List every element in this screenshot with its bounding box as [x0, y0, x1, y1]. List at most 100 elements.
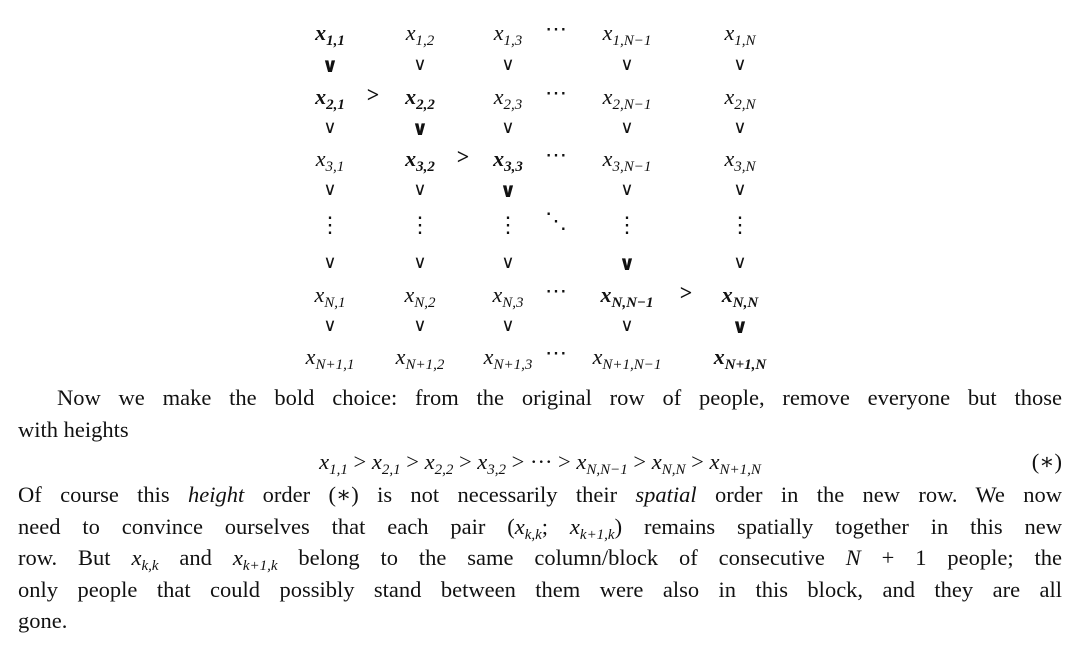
matrix-entry: xN+1,N−1	[592, 344, 662, 373]
equation-chain: x1,1 > x2,1 > x2,2 > x3,2 > ··· > xN,N−1…	[319, 449, 761, 478]
horizontal-dots: ⋯	[545, 278, 567, 303]
variable-subscript: N+1,1	[315, 357, 355, 373]
variable-subscript: 1,1	[329, 462, 348, 478]
greater-than-relation: ∨	[413, 315, 427, 336]
matrix-entry: x2,N−1	[602, 84, 652, 113]
greater-than-relation: ∨	[323, 252, 337, 273]
matrix-entry: xN,3	[492, 284, 523, 311]
text-line: Now we make the bold choice: from the or…	[18, 382, 1062, 414]
variable-base: x	[405, 20, 416, 45]
variable-subscript: N,N−1	[611, 295, 654, 311]
matrix-entry: xN+1,2	[396, 346, 445, 373]
horizontal-dots: ⋯	[545, 16, 567, 41]
matrix-entry: xN,N	[722, 284, 758, 311]
matrix-entry: x1,1	[315, 22, 345, 49]
variable-base: x	[724, 146, 735, 171]
variable-subscript: 2,2	[434, 462, 454, 478]
variable-subscript: 3,3	[504, 159, 523, 175]
matrix-entry: xN,2	[404, 284, 435, 311]
matrix-entry: x3,2	[405, 148, 435, 175]
greater-than-relation: ∨	[501, 315, 515, 336]
math-variable: xk+1,k	[569, 513, 615, 543]
variable-base: x	[602, 146, 613, 171]
variable-base: x	[493, 146, 505, 171]
variable-base: x	[514, 513, 525, 539]
text-run: row. But	[18, 545, 132, 570]
matrix-entry: x3,N	[724, 146, 755, 175]
emphasis-text: height	[188, 482, 245, 507]
variable-subscript: N+1,N−1	[602, 357, 662, 373]
matrix-entry: x2,2	[405, 84, 435, 113]
variable-subscript: k+1,k	[579, 526, 615, 543]
variable-subscript: 1,N	[734, 33, 756, 49]
variable-subscript: N+1,2	[405, 357, 445, 373]
text-run: ;	[541, 513, 570, 539]
horizontal-dots: ⋯	[545, 80, 567, 105]
variable-subscript: N,3	[502, 295, 524, 311]
math-variable: x2,1	[371, 449, 401, 478]
greater-than-relation: ∨	[321, 53, 339, 77]
variable-base: x	[371, 449, 382, 474]
paragraph-explanation: Of course this height order (∗) is not n…	[18, 479, 1062, 637]
variable-base: x	[651, 449, 662, 474]
text-run: >	[400, 449, 425, 474]
variable-base: x	[576, 449, 587, 474]
variable-subscript: k,k	[524, 526, 542, 543]
variable-base: x	[493, 84, 504, 109]
variable-base: x	[724, 84, 735, 109]
variable-subscript: 2,N−1	[612, 97, 652, 113]
variable-subscript: 3,1	[325, 159, 345, 175]
matrix-entry: xN+1,1	[305, 344, 355, 373]
variable-base: x	[305, 344, 316, 369]
greater-than-relation: ∨	[620, 54, 634, 75]
variable-subscript: k,k	[141, 558, 159, 574]
horizontal-dots: ⋯	[545, 340, 567, 365]
variable-subscript: 2,2	[416, 97, 435, 113]
text-run: >	[627, 449, 652, 474]
vertical-dots: ⋮	[409, 212, 431, 237]
text-run: Of course this	[18, 482, 189, 507]
matrix-entry: x3,1	[315, 146, 345, 175]
variable-base: x	[477, 449, 488, 474]
text-run: >	[453, 449, 478, 474]
horizontal-greater-than: >	[366, 82, 380, 107]
text-run: only people that could possibly stand be…	[18, 576, 1062, 602]
variable-subscript: 2,1	[381, 462, 401, 478]
variable-subscript: N,2	[414, 295, 436, 311]
greater-than-relation: ∨	[499, 178, 517, 202]
variable-base: x	[315, 84, 327, 109]
greater-than-relation: ∨	[323, 117, 337, 138]
variable-subscript: 3,N	[734, 159, 756, 175]
greater-than-relation: ∨	[731, 314, 749, 338]
variable-base: x	[232, 545, 243, 570]
greater-than-relation: ∨	[501, 117, 515, 138]
variable-subscript: 1,1	[326, 33, 345, 49]
variable-base: x	[713, 344, 725, 369]
variable-subscript: N+1,N	[719, 462, 761, 478]
vertical-dots: ⋮	[729, 212, 751, 237]
matrix-entry: x1,2	[405, 20, 435, 49]
greater-than-relation: ∨	[501, 54, 515, 75]
variable-base: x	[602, 84, 613, 109]
horizontal-greater-than: >	[456, 144, 470, 169]
math-variable: x3,2	[477, 449, 506, 478]
variable-subscript: 3,N−1	[612, 159, 652, 175]
greater-than-relation: ∨	[618, 251, 636, 275]
text-run: belong to the same column/block of conse…	[277, 545, 846, 570]
body-text: Now we make the bold choice: from the or…	[18, 382, 1062, 637]
variable-base: x	[405, 84, 417, 109]
horizontal-greater-than: >	[679, 280, 693, 305]
variable-subscript: 2,N	[734, 97, 756, 113]
math-variable: xN+1,N	[709, 449, 760, 478]
vertical-dots: ⋮	[497, 212, 519, 237]
variable-base: x	[592, 344, 603, 369]
greater-than-relation: ∨	[411, 116, 429, 140]
horizontal-dots: ⋯	[545, 142, 567, 167]
variable-base: x	[319, 449, 330, 474]
matrix-entry: x1,N	[724, 22, 755, 49]
variable-base: x	[315, 146, 326, 171]
text-run: ) remains spatially together in this new	[614, 513, 1062, 539]
matrix-entry: x2,1	[315, 84, 345, 113]
vertical-dots: ⋮	[319, 212, 341, 237]
variable-base: x	[569, 513, 580, 539]
